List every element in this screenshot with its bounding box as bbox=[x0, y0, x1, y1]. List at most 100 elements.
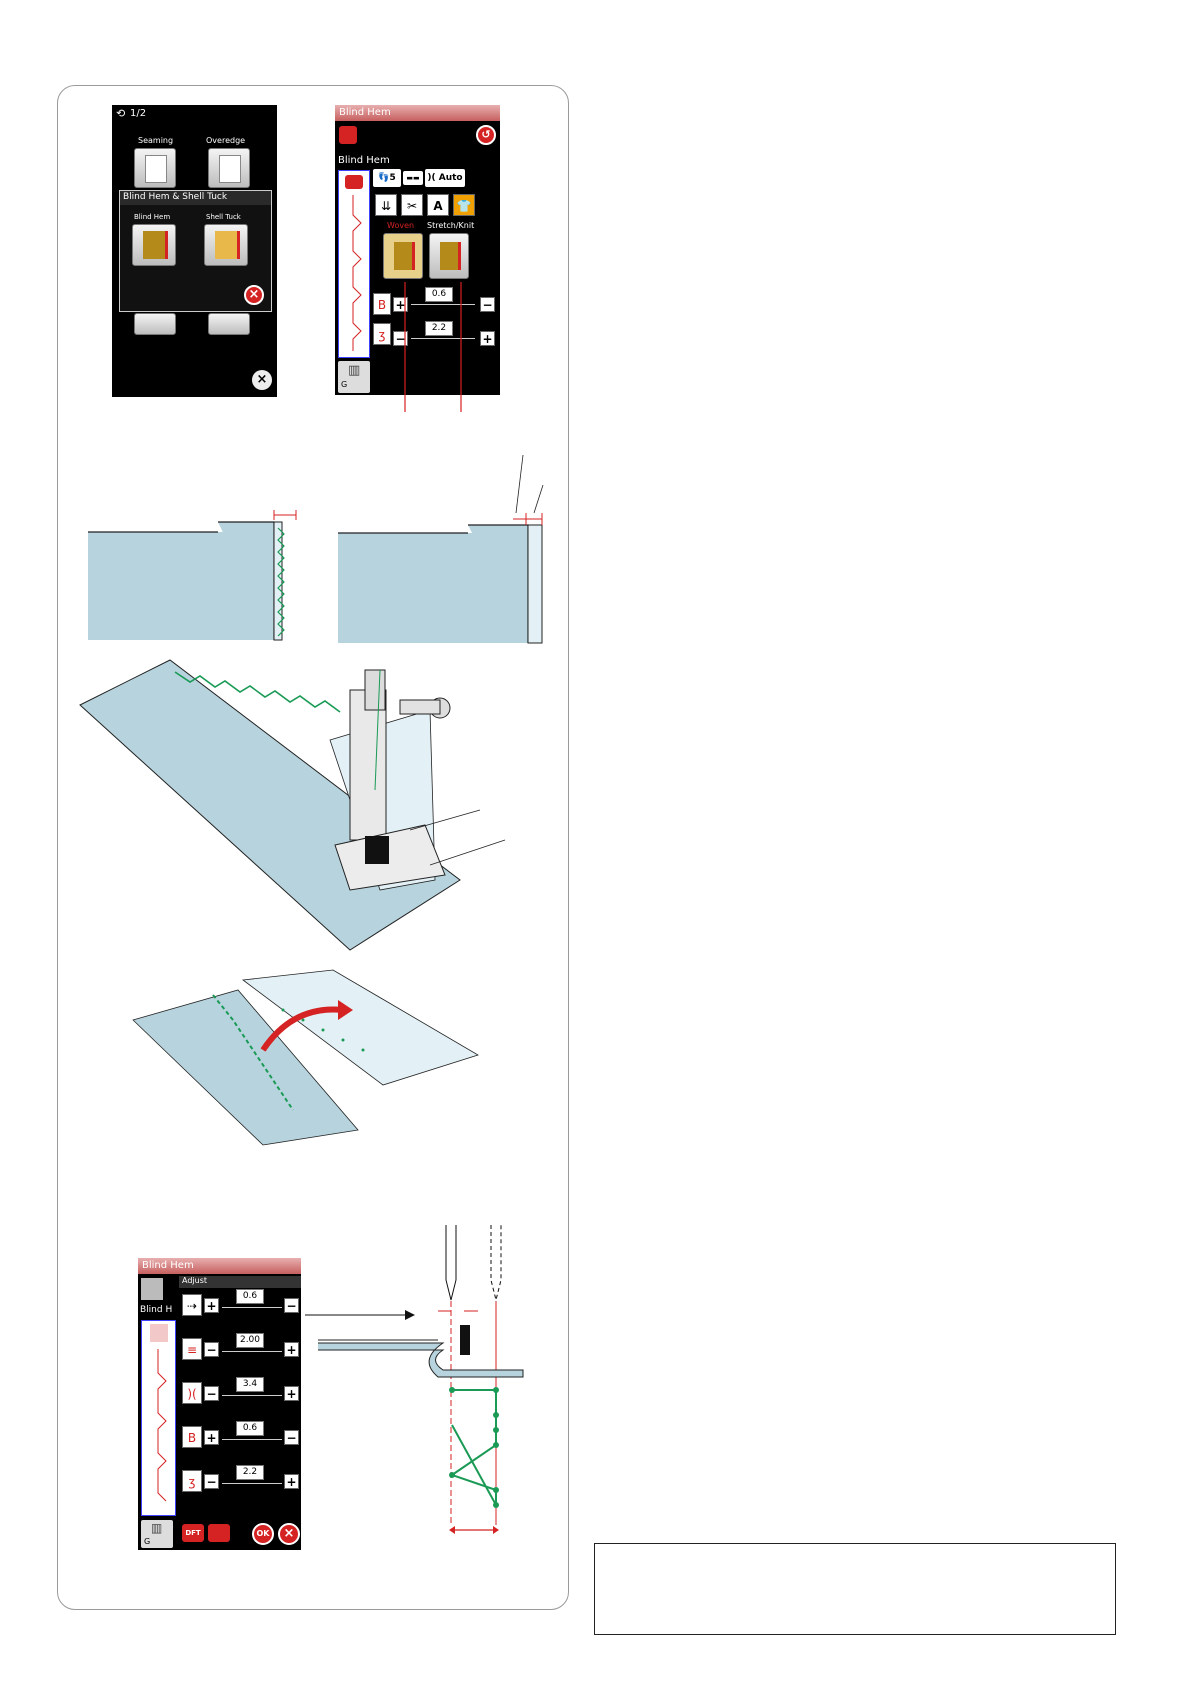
needle-drop-adjust-minus[interactable]: − bbox=[284, 1298, 299, 1313]
stitch-preview bbox=[338, 170, 370, 358]
adjust-arrow bbox=[305, 1310, 415, 1320]
needle-drop-slider[interactable] bbox=[411, 304, 475, 305]
width-adjust-icon: ʒ bbox=[182, 1470, 202, 1492]
adjust-foot-code: G bbox=[144, 1537, 151, 1546]
adjust-presser-foot: ▥ G bbox=[141, 1520, 173, 1548]
seaming-label: Seaming bbox=[138, 136, 174, 145]
memory-button[interactable] bbox=[208, 1524, 230, 1542]
submenu-close-button[interactable]: × bbox=[244, 285, 264, 305]
needle-drop-adjust-value: 0.6 bbox=[236, 1289, 264, 1304]
tension-adjust-plus[interactable]: + bbox=[284, 1386, 299, 1401]
stitch-width-value: 2.2 bbox=[425, 321, 453, 336]
needle-drop-plus[interactable]: + bbox=[393, 297, 408, 312]
overedge-button[interactable] bbox=[208, 148, 250, 188]
needle-position-adjust-minus[interactable]: − bbox=[284, 1430, 299, 1445]
hidden-button-right[interactable] bbox=[208, 313, 250, 335]
tension-adjust-icon: )( bbox=[182, 1382, 202, 1404]
needle-drop-adjust-plus[interactable]: + bbox=[204, 1298, 219, 1313]
fabric-icon[interactable]: A bbox=[427, 194, 449, 216]
submenu-title-bar: Blind Hem & Shell Tuck bbox=[120, 191, 271, 205]
stitch-width-slider[interactable] bbox=[411, 338, 475, 339]
woven-callout-line bbox=[404, 282, 406, 412]
adjust-side-icon[interactable] bbox=[141, 1278, 163, 1300]
adjust-cancel-button[interactable]: × bbox=[278, 1523, 300, 1545]
ok-button[interactable]: OK bbox=[252, 1523, 274, 1545]
stitch-length-plus[interactable]: + bbox=[284, 1342, 299, 1357]
overedge-icon bbox=[219, 155, 241, 183]
stitch-length-value: 2.00 bbox=[236, 1333, 264, 1348]
woven-button[interactable] bbox=[383, 233, 423, 279]
shell-tuck-button[interactable] bbox=[204, 224, 248, 266]
page-indicator: 1/2 bbox=[130, 108, 147, 119]
preview-stitch bbox=[352, 195, 362, 351]
stitch-length-minus[interactable]: − bbox=[204, 1342, 219, 1357]
blind-hem-button[interactable] bbox=[132, 224, 176, 266]
screen-title: Blind Hem bbox=[339, 107, 391, 118]
blind-hem-icon bbox=[143, 231, 168, 259]
edit-button[interactable] bbox=[339, 126, 357, 144]
tension-adjust-slider[interactable] bbox=[222, 1395, 282, 1396]
opened-hem-diagram bbox=[132, 969, 479, 1146]
stitch-width-minus[interactable]: − bbox=[393, 331, 408, 346]
thread-icon[interactable]: ✂ bbox=[401, 194, 423, 216]
submenu-title: Blind Hem & Shell Tuck bbox=[123, 192, 228, 202]
needle-position-icon[interactable]: ⇊ bbox=[375, 194, 397, 216]
width-adjust-minus[interactable]: − bbox=[204, 1474, 219, 1489]
overedge-label: Overedge bbox=[206, 136, 246, 145]
needle-drop-minus[interactable]: − bbox=[480, 297, 495, 312]
tension-indicator[interactable]: )( Auto bbox=[425, 169, 465, 187]
width-adjust-plus[interactable]: + bbox=[284, 1474, 299, 1489]
illustration-frame bbox=[57, 85, 569, 1610]
foot-code: G bbox=[341, 380, 348, 389]
adjust-preview-stitch bbox=[157, 1349, 167, 1502]
preview-mirror-button[interactable] bbox=[345, 175, 363, 189]
garment-icon[interactable]: 👕 bbox=[453, 194, 475, 216]
seaming-icon bbox=[145, 155, 167, 183]
adjust-presser-foot-icon: ▥ bbox=[151, 1521, 163, 1535]
shell-tuck-icon bbox=[215, 231, 240, 259]
default-button[interactable]: DFT bbox=[182, 1524, 204, 1542]
stretch-knit-label: Stretch/Knit bbox=[427, 221, 475, 230]
needle-drop-adjust-slider[interactable] bbox=[222, 1307, 282, 1308]
page-icon[interactable]: ⟲ bbox=[116, 107, 126, 120]
needle-position-adjust-value: 0.6 bbox=[236, 1421, 264, 1436]
tension-adjust-minus[interactable]: − bbox=[204, 1386, 219, 1401]
stretch-knit-icon bbox=[440, 242, 461, 270]
adjust-title-bar: Blind Hem bbox=[138, 1258, 301, 1274]
needle-position-adjust-slider[interactable] bbox=[222, 1439, 282, 1440]
adjust-preview-mirror[interactable] bbox=[150, 1324, 168, 1342]
sewing-illustration bbox=[79, 659, 506, 951]
foot-pressure-indicator[interactable]: 👣5 bbox=[373, 169, 401, 187]
stretch-knit-button[interactable] bbox=[429, 233, 469, 279]
hidden-button-left[interactable] bbox=[134, 313, 176, 335]
note-box bbox=[594, 1543, 1116, 1635]
pattern-menu-screen: ⟲ 1/2 Seaming Overedge Blind Hem & Shell… bbox=[112, 105, 277, 397]
needle-position-adjust-icon: B bbox=[182, 1426, 202, 1448]
width-adjust-value: 2.2 bbox=[236, 1465, 264, 1480]
needle-drop-icon: B bbox=[373, 293, 391, 315]
needle-position-adjust-plus[interactable]: + bbox=[204, 1430, 219, 1445]
shell-tuck-label: Shell Tuck bbox=[206, 213, 241, 221]
presser-foot-indicator: ▥ G bbox=[338, 361, 370, 393]
stitch-length-slider[interactable] bbox=[222, 1351, 282, 1352]
back-button[interactable]: ↺ bbox=[476, 125, 496, 145]
adjust-screen-title: Blind Hem bbox=[142, 1260, 194, 1271]
needle-drop-adjust-icon: ⇢ bbox=[182, 1294, 202, 1316]
tension-adjust-value: 3.4 bbox=[236, 1377, 264, 1392]
stitch-width-plus[interactable]: + bbox=[480, 331, 495, 346]
pattern-name: Blind Hem bbox=[338, 155, 390, 166]
stitch-length-icon: ≡ bbox=[182, 1338, 202, 1360]
seaming-button[interactable] bbox=[134, 148, 176, 188]
woven-label: Woven bbox=[387, 221, 415, 230]
needle-drop-value: 0.6 bbox=[425, 287, 453, 302]
fold-diagram-woven bbox=[88, 510, 297, 641]
title-bar: Blind Hem bbox=[335, 105, 500, 121]
presser-foot-icon: ▥ bbox=[348, 363, 361, 378]
needle-position-diagram bbox=[318, 1225, 524, 1534]
close-button[interactable]: × bbox=[252, 370, 272, 390]
width-adjust-slider[interactable] bbox=[222, 1483, 282, 1484]
stitch-width-icon: ʒ bbox=[373, 323, 391, 345]
speed-indicator[interactable]: ▬▬ bbox=[403, 171, 423, 185]
blind-hem-submenu: Blind Hem & Shell Tuck Blind Hem Shell T… bbox=[119, 190, 272, 312]
woven-icon bbox=[394, 242, 415, 270]
